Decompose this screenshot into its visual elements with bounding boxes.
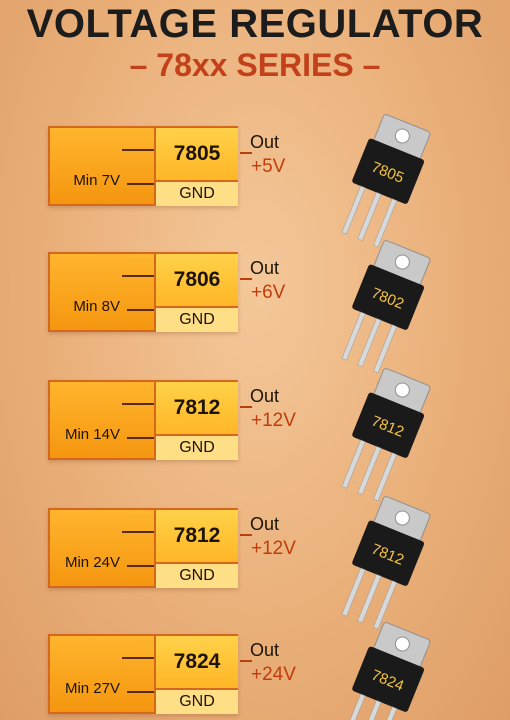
- min-input-label: Min 14V: [64, 426, 120, 443]
- min-input-label: Min 27V: [64, 680, 120, 697]
- regulator-diagram-box: 7806 GND: [48, 252, 238, 332]
- output-label: Out: [250, 132, 280, 152]
- output-voltage: +6V: [251, 282, 286, 303]
- input-line: [122, 657, 154, 659]
- regulator-row-7812: IN 7812 GND Min 14V Out +12V 7812: [0, 368, 510, 502]
- min-input-line: [127, 437, 154, 439]
- input-line: [122, 275, 154, 277]
- min-input-label: Min 24V: [64, 554, 120, 571]
- output-line: [240, 406, 252, 408]
- chip-number: 7824: [154, 636, 238, 688]
- regulator-diagram-box: 7812 GND: [48, 380, 238, 460]
- regulator-diagram-box: 7812 GND: [48, 508, 238, 588]
- output-line: [240, 278, 252, 280]
- ground-label: GND: [154, 434, 238, 460]
- min-input-line: [127, 183, 154, 185]
- chip-number: 7806: [154, 254, 238, 306]
- output-line: [240, 534, 252, 536]
- regulator-diagram-box: 7805 GND: [48, 126, 238, 206]
- ground-label: GND: [154, 306, 238, 332]
- to-220-regulator-icon: 7812: [341, 368, 431, 502]
- to-220-regulator-icon: 7805: [341, 114, 431, 248]
- to-220-regulator-icon: 7812: [341, 496, 431, 630]
- output-label: Out: [250, 514, 280, 534]
- ground-label: GND: [154, 180, 238, 206]
- chip-number: 7805: [154, 128, 238, 180]
- page-subtitle: – 78xx SERIES –: [129, 47, 381, 83]
- min-input-line: [127, 565, 154, 567]
- regulator-row-7805: IN 7805 GND Min 7V Out +5V 7805: [0, 114, 510, 248]
- ground-label: GND: [154, 688, 238, 714]
- output-label: Out: [250, 386, 280, 406]
- ground-label: GND: [154, 562, 238, 588]
- to-220-regulator-icon: 7824: [349, 622, 431, 720]
- input-line: [122, 403, 154, 405]
- input-line: [122, 531, 154, 533]
- output-voltage: +12V: [251, 410, 296, 431]
- output-voltage: +12V: [251, 538, 296, 559]
- output-line: [240, 660, 252, 662]
- output-label: Out: [250, 640, 280, 660]
- output-voltage: +5V: [251, 156, 286, 177]
- to-220-regulator-icon: 7802: [341, 240, 431, 374]
- chip-number: 7812: [154, 510, 238, 562]
- regulator-row-7812-b: IN 7812 GND Min 24V Out +12V 7812: [0, 496, 510, 630]
- min-input-line: [127, 691, 154, 693]
- regulator-diagram-box: 7824 GND: [48, 634, 238, 714]
- min-input-line: [127, 309, 154, 311]
- regulator-row-7806: IN 7806 GND Min 8V Out +6V 7802: [0, 240, 510, 374]
- regulator-row-7824: IN 7824 GND Min 27V Out +24V 7824: [0, 622, 510, 720]
- input-line: [122, 149, 154, 151]
- chip-number: 7812: [154, 382, 238, 434]
- min-input-label: Min 8V: [73, 298, 120, 315]
- output-label: Out: [250, 258, 280, 278]
- output-voltage: +24V: [251, 664, 296, 685]
- min-input-label: Min 7V: [73, 172, 120, 189]
- output-line: [240, 152, 252, 154]
- page-title: VOLTAGE REGULATOR: [26, 2, 484, 46]
